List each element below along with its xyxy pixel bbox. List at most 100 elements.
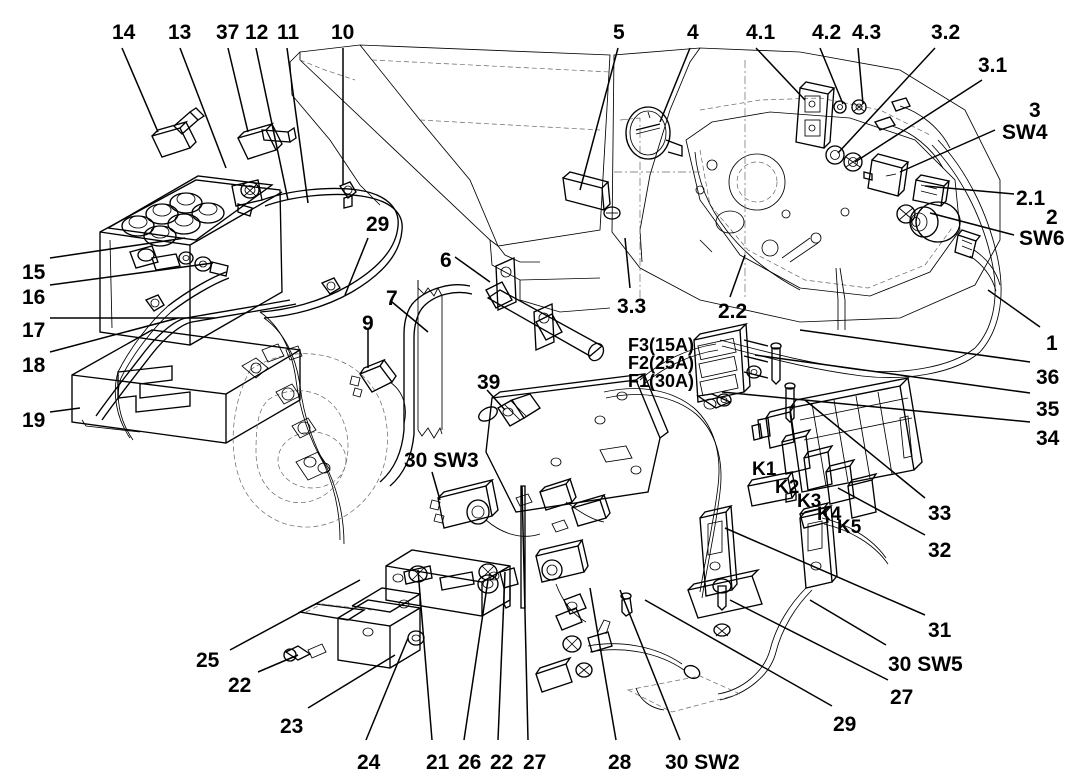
- leader-line: [819, 47, 844, 105]
- hood-assembly: [289, 44, 611, 313]
- leader-line: [929, 212, 1015, 236]
- callout-cSW6: SW6: [1019, 227, 1065, 250]
- callout-c41: 4.1: [746, 21, 776, 44]
- fuse-label-f1: F1(30A): [628, 371, 695, 391]
- leader-line: [49, 407, 81, 413]
- leader-line: [344, 237, 369, 296]
- leader-lines: [49, 47, 1041, 741]
- leader-line: [227, 47, 249, 133]
- leader-line: [589, 587, 617, 741]
- leader-line: [121, 47, 159, 133]
- callout-c4: 4: [687, 21, 699, 44]
- callout-c31d: 3.1: [978, 54, 1008, 77]
- leader-line: [659, 47, 691, 123]
- battery-cell-caps: [121, 192, 225, 247]
- relay-label-k1: K1: [752, 459, 777, 480]
- battery-holddown-strap: [95, 299, 297, 421]
- harness-clip-3: [873, 97, 951, 169]
- switch-sw6-part-2: [896, 201, 961, 243]
- callout-c33: 33: [928, 502, 952, 525]
- washer-part-4-3: [851, 99, 867, 115]
- bracket-part-31: [687, 504, 763, 637]
- callout-c42: 4.2: [812, 21, 842, 44]
- connector-part-4-1: [795, 81, 836, 149]
- callout-c30sw3: 30 SW3: [404, 449, 479, 472]
- resistor-part-6: [485, 256, 605, 362]
- callout-c39: 39: [477, 371, 501, 394]
- washer-part-4-2: [833, 100, 847, 114]
- fuse-label-f3: F3(15A): [628, 335, 695, 355]
- leader-line: [624, 237, 631, 289]
- callout-c32d: 3.2: [931, 21, 961, 44]
- switch-part-14: [151, 107, 206, 158]
- switch-part-37: [237, 122, 297, 160]
- callout-c19: 19: [22, 409, 46, 432]
- terminal-part-39: [478, 393, 541, 427]
- leader-line: [721, 391, 1031, 423]
- washer-part-3-2: [825, 145, 845, 165]
- leader-line: [49, 317, 179, 353]
- relay-part-9: [349, 358, 406, 425]
- leader-line: [179, 47, 227, 169]
- callout-c29a: 29: [366, 213, 390, 236]
- callout-c28: 28: [608, 751, 632, 774]
- leader-line: [809, 599, 887, 646]
- callout-c22a: 22: [228, 674, 252, 697]
- callout-c1: 1: [1046, 332, 1058, 355]
- leader-line: [755, 47, 806, 101]
- callout-c27b: 27: [890, 686, 914, 709]
- callout-c22d: 2.2: [718, 300, 748, 323]
- leader-line: [497, 571, 506, 741]
- leader-line: [619, 589, 681, 741]
- harness-center-right: [603, 343, 722, 599]
- battery-terminal-negative: [129, 245, 229, 277]
- leader-line: [724, 527, 926, 616]
- leader-line: [644, 599, 833, 707]
- callout-c24: 24: [357, 751, 381, 774]
- lower-assembly-sw2: [535, 538, 742, 713]
- callout-c25: 25: [196, 649, 220, 672]
- gauge-part-4: [625, 106, 683, 160]
- callout-cSW4: SW4: [1002, 121, 1048, 144]
- leader-line: [854, 79, 983, 163]
- relay-label-k3: K3: [797, 491, 822, 512]
- callout-c23: 23: [280, 715, 304, 738]
- leader-line: [899, 129, 996, 173]
- leader-line: [729, 599, 889, 681]
- callout-c18: 18: [22, 354, 46, 377]
- dashboard-console: [611, 47, 1001, 330]
- leader-line: [286, 47, 309, 204]
- battery-assembly: [99, 175, 283, 346]
- callout-c15: 15: [22, 261, 46, 284]
- leader-line: [463, 579, 489, 741]
- callout-c13: 13: [168, 21, 192, 44]
- callout-c21: 21: [426, 751, 450, 774]
- callout-c35: 35: [1036, 398, 1060, 421]
- callout-c32: 32: [928, 539, 952, 562]
- callout-c14: 14: [112, 21, 136, 44]
- control-plate: [485, 373, 669, 513]
- leader-line: [454, 256, 491, 283]
- callout-c30sw5: 30 SW5: [888, 653, 963, 676]
- callout-c21d: 2.1: [1016, 187, 1046, 210]
- callout-c3: 3: [1029, 99, 1041, 122]
- callout-c33d: 3.3: [617, 295, 647, 318]
- cable-sheath-part-7: [379, 280, 473, 487]
- callout-c6: 6: [440, 249, 452, 272]
- callout-c16: 16: [22, 286, 46, 309]
- phantom-engine-mount: [232, 343, 388, 528]
- callout-c10: 10: [331, 21, 355, 44]
- leader-line: [417, 569, 433, 741]
- callout-c7: 7: [386, 287, 398, 310]
- connector-part-2-1: [912, 174, 951, 207]
- switch-part-5: [562, 171, 621, 220]
- callout-c37: 37: [216, 21, 240, 44]
- callout-c26: 26: [458, 751, 482, 774]
- main-harness-part-1: [719, 139, 1002, 378]
- lower-connectors: [747, 471, 889, 565]
- callout-c34: 34: [1036, 427, 1060, 450]
- leader-line: [229, 579, 361, 651]
- plate-connectors: [515, 477, 611, 533]
